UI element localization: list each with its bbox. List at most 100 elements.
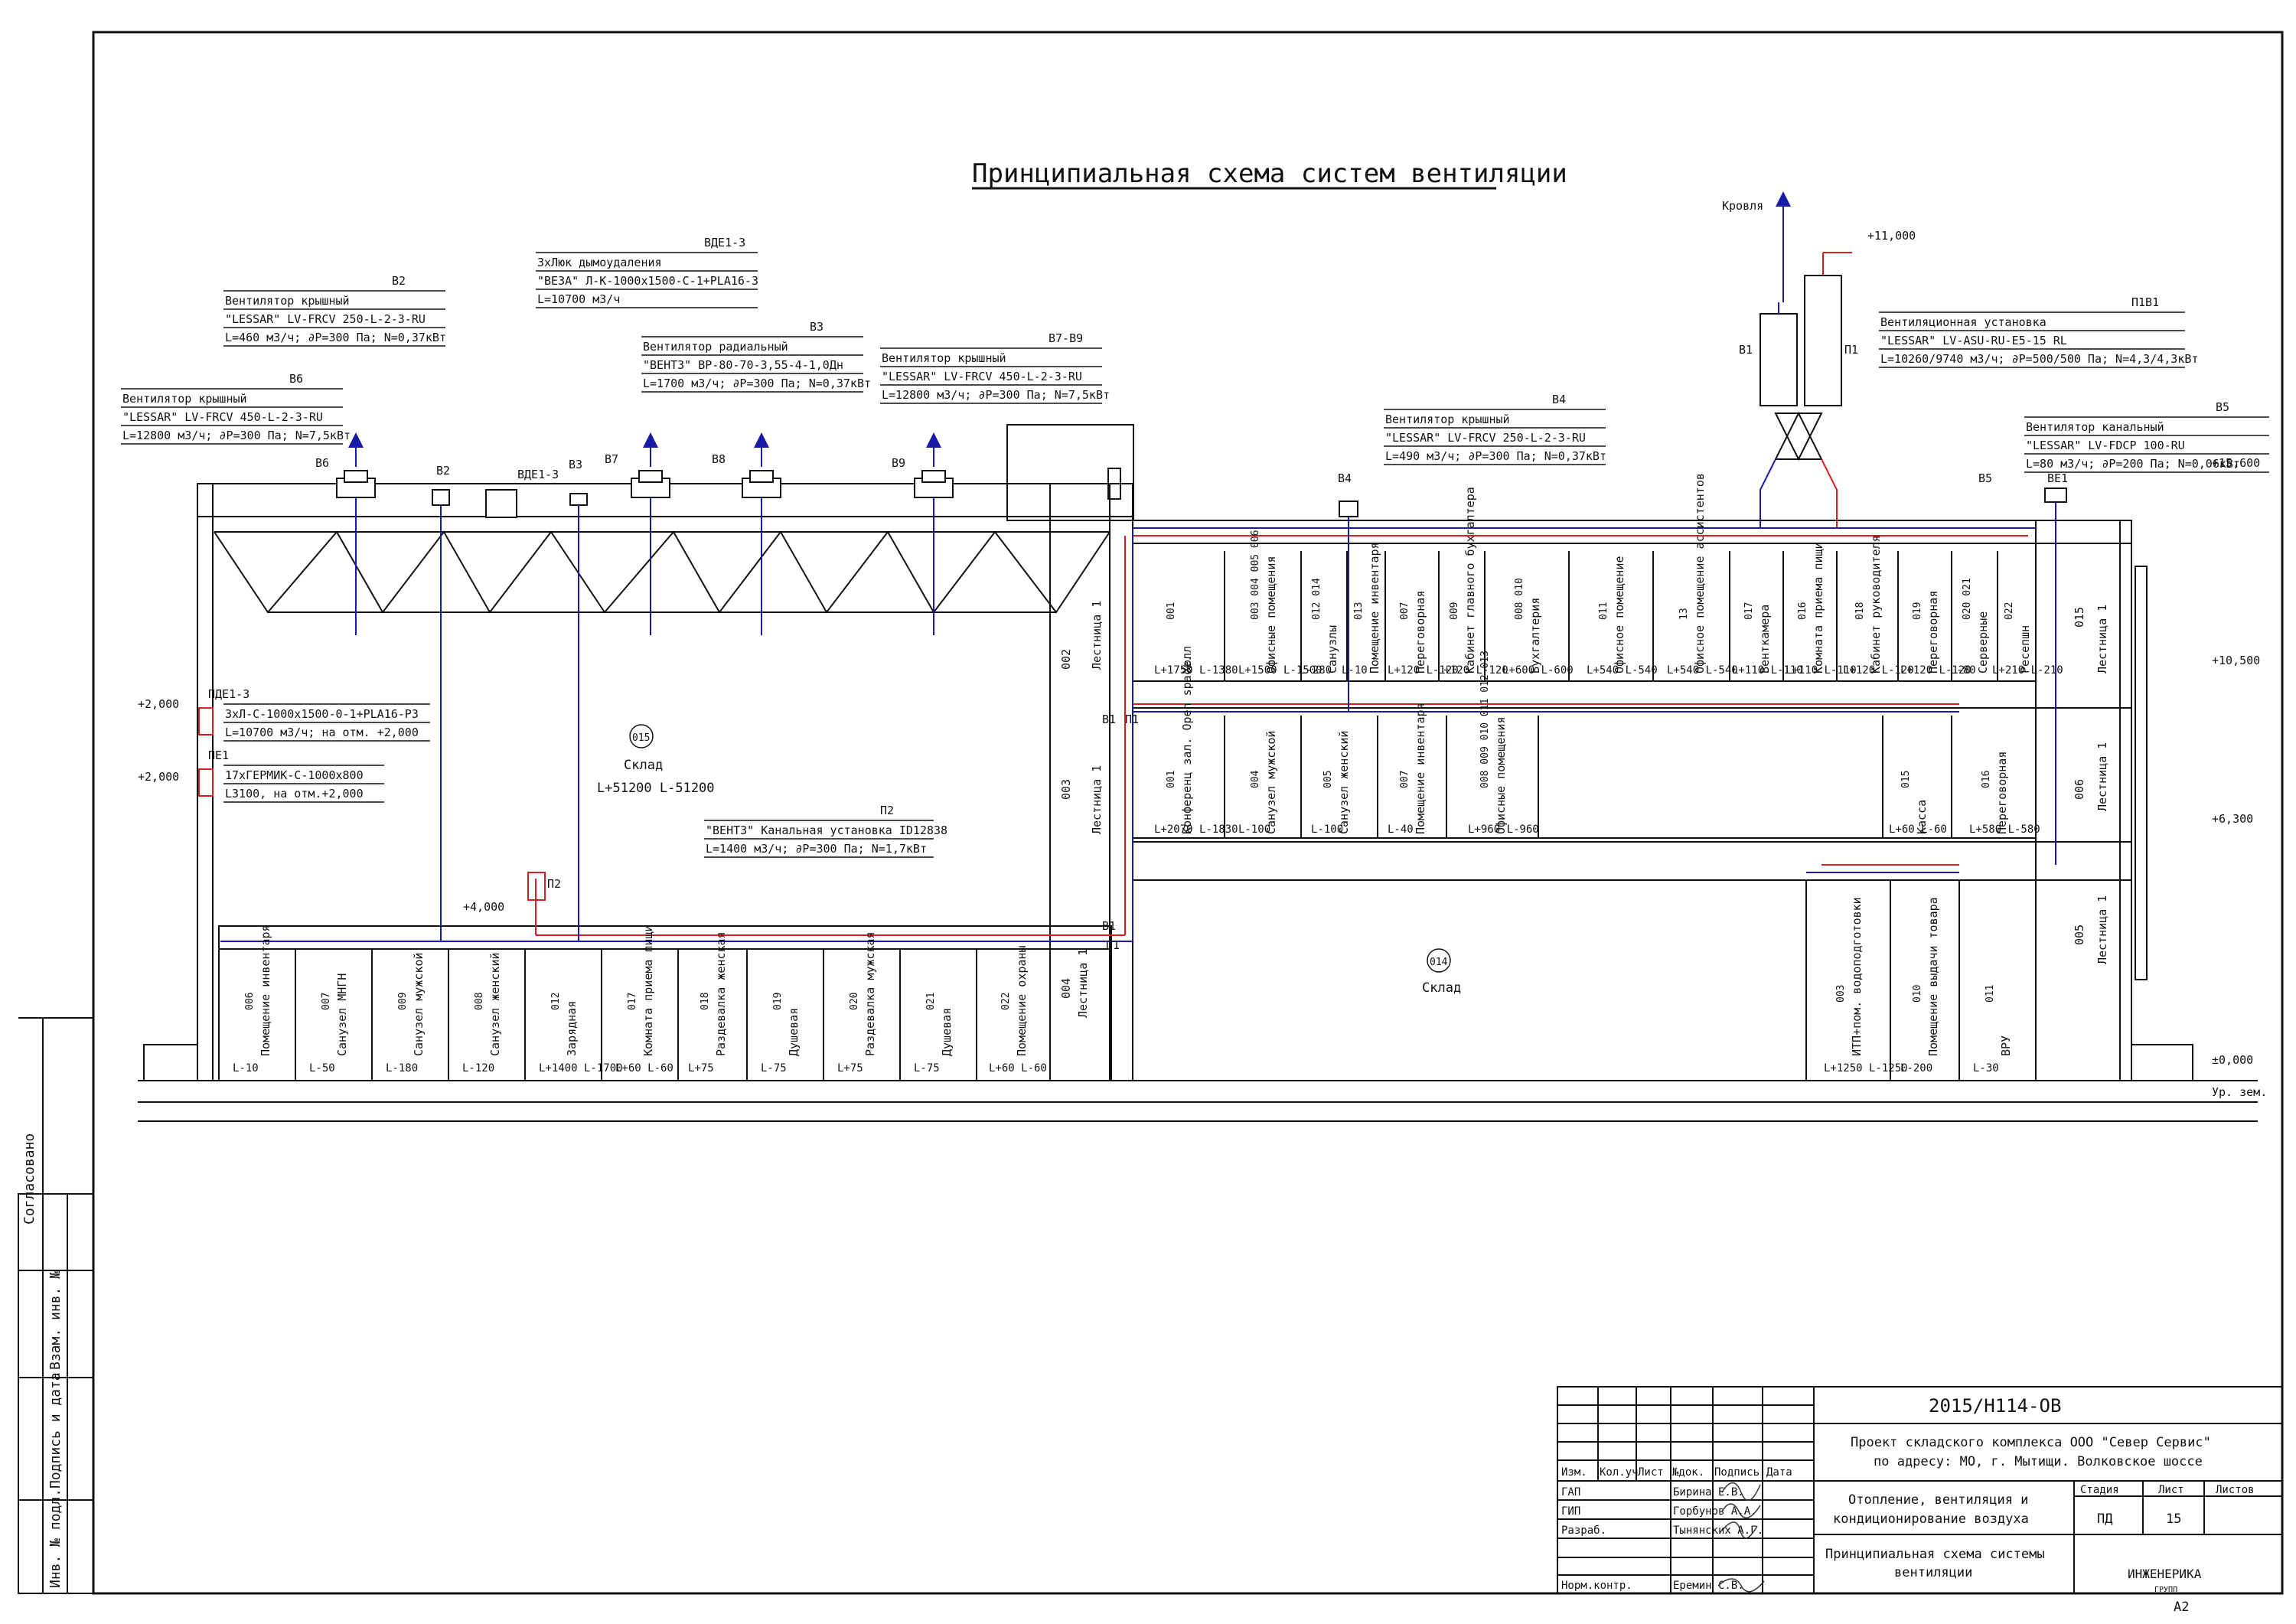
- side-label-replace: Взам. инв. №: [47, 1270, 64, 1370]
- svg-text:003: 003: [1059, 779, 1073, 800]
- svg-text:Комната приема пищи: Комната приема пищи: [641, 925, 655, 1056]
- callout-tag: ПДЕ1-3: [208, 687, 249, 701]
- svg-text:Санузел МНГН: Санузел МНГН: [335, 973, 349, 1056]
- svg-text:Комната приема пищи: Комната приема пищи: [1812, 542, 1825, 673]
- svg-text:014: 014: [1430, 957, 1448, 968]
- svg-text:013: 013: [1353, 602, 1365, 620]
- svg-text:Листов: Листов: [2216, 1484, 2255, 1496]
- callout-line: L3100, на отм.+2,000: [225, 787, 364, 801]
- svg-text:П2: П2: [547, 877, 561, 891]
- svg-text:Тынянских А.Г.: Тынянских А.Г.: [1673, 1525, 1763, 1537]
- callout-tag: В6: [289, 372, 303, 386]
- callout-line: "ВЕЗА" Л-К-1000х1500-С-1+PLA16-3: [537, 274, 758, 288]
- svg-text:L+75: L+75: [837, 1062, 863, 1075]
- svg-text:Серверные: Серверные: [1976, 611, 1990, 673]
- svg-text:Душевая: Душевая: [787, 1008, 801, 1056]
- svg-text:008: 008: [474, 993, 485, 1010]
- svg-text:ВЕ1: ВЕ1: [2047, 471, 2068, 485]
- svg-text:012: 012: [550, 993, 562, 1010]
- callout-line: Вентилятор крышный: [1385, 413, 1510, 426]
- side-strip: [18, 1017, 94, 1594]
- svg-text:15: 15: [2166, 1511, 2181, 1527]
- svg-text:L+120 L-120: L+120 L-120: [1437, 664, 1508, 677]
- svg-text:Кол.уч: Кол.уч: [1600, 1466, 1639, 1479]
- svg-text:Бухгалтерия: Бухгалтерия: [1528, 598, 1542, 673]
- svg-text:007: 007: [321, 993, 332, 1010]
- callout-line: 3хЛ-С-1000х1500-0-1+PLA16-Р3: [225, 707, 419, 721]
- svg-text:L+540 L-540: L+540 L-540: [1667, 664, 1738, 677]
- svg-text:006: 006: [244, 993, 256, 1010]
- callout-tag: В2: [392, 274, 406, 288]
- svg-text:№док.: №док.: [1672, 1466, 1704, 1479]
- svg-text:L+600 L-600: L+600 L-600: [1502, 664, 1574, 677]
- svg-text:016: 016: [1797, 602, 1808, 620]
- svg-text:Помещение охраны: Помещение охраны: [1015, 946, 1029, 1057]
- svg-text:Принципиальная схема системы: Принципиальная схема системы: [1825, 1547, 2045, 1562]
- svg-text:Санузел мужской: Санузел мужской: [412, 953, 426, 1056]
- svg-text:П1: П1: [1125, 713, 1139, 726]
- svg-text:В6: В6: [315, 456, 329, 470]
- svg-text:Зарядная: Зарядная: [565, 1001, 579, 1056]
- svg-text:L-120: L-120: [462, 1062, 494, 1075]
- svg-text:L+580 L-580: L+580 L-580: [1969, 823, 2040, 836]
- svg-text:Холл: Холл: [1180, 646, 1194, 673]
- svg-text:L+75: L+75: [688, 1062, 714, 1075]
- svg-text:В2: В2: [436, 464, 450, 478]
- svg-text:Переговорная: Переговорная: [1926, 591, 1940, 673]
- svg-text:022: 022: [2004, 602, 2015, 620]
- svg-text:Разраб.: Разраб.: [1561, 1525, 1606, 1537]
- svg-text:003: 003: [1835, 985, 1847, 1003]
- svg-text:L+120 L-120: L+120 L-120: [1843, 664, 1914, 677]
- svg-text:L-10: L-10: [233, 1062, 259, 1075]
- sheet-frame: [92, 31, 2284, 1595]
- svg-text:015: 015: [1900, 771, 1912, 788]
- svg-text:L-10: L-10: [1342, 664, 1368, 677]
- svg-text:003 004 005 006: 003 004 005 006: [1250, 530, 1261, 620]
- svg-text:L-200: L-200: [1900, 1062, 1932, 1075]
- svg-text:Кровля: Кровля: [1722, 199, 1763, 213]
- side-label-agreed: Согласовано: [21, 1133, 38, 1225]
- callout-line: L=10260/9740 м3/ч; ∂P=500/500 Па; N=4,3/…: [1880, 352, 2198, 366]
- svg-text:Санузел женский: Санузел женский: [488, 953, 502, 1056]
- svg-text:009: 009: [1449, 602, 1460, 620]
- svg-text:018: 018: [1854, 602, 1866, 620]
- callout-line: L=80 м3/ч; ∂P=200 Па; N=0,06кВт: [2026, 457, 2240, 471]
- callout-line: L=10700 м3/ч; на отм. +2,000: [225, 726, 419, 739]
- svg-text:Стадия: Стадия: [2080, 1484, 2119, 1496]
- callout-line: L=12800 м3/ч; ∂P=300 Па; N=7,5кВт: [122, 429, 351, 442]
- svg-text:+2,000: +2,000: [138, 770, 179, 784]
- svg-text:L+120 L-120: L+120 L-120: [1900, 664, 1971, 677]
- title-block-signatures: Изм. Кол.уч Лист №док. Подпись Дата ГАП …: [1561, 1466, 1792, 1592]
- svg-text:В7: В7: [605, 452, 618, 466]
- svg-text:В5: В5: [1978, 471, 1992, 485]
- svg-text:Конференц зал. Open space.: Конференц зал. Open space.: [1180, 654, 1194, 834]
- svg-text:Офисное помещение ассистентов: Офисное помещение ассистентов: [1693, 473, 1707, 673]
- callout-line: L=12800 м3/ч; ∂P=300 Па; N=7,5кВт: [882, 388, 1110, 402]
- svg-text:Переговорная: Переговорная: [1995, 752, 2009, 834]
- svg-text:022: 022: [1000, 993, 1012, 1010]
- svg-text:Помещение инвентаря: Помещение инвентаря: [259, 925, 272, 1056]
- svg-text:Склад: Склад: [1422, 980, 1461, 996]
- svg-text:Лестница 1: Лестница 1: [1090, 765, 1104, 834]
- callout-line: "ВЕНТЗ" Канальная установка ID12838: [706, 823, 947, 837]
- svg-text:П1: П1: [1844, 343, 1858, 357]
- svg-text:Помещение инвентаря: Помещение инвентаря: [1368, 542, 1381, 673]
- callout-pde: ПДЕ1-3 3хЛ-С-1000х1500-0-1+PLA16-Р3L=1070…: [208, 687, 430, 742]
- svg-text:004: 004: [1059, 978, 1073, 999]
